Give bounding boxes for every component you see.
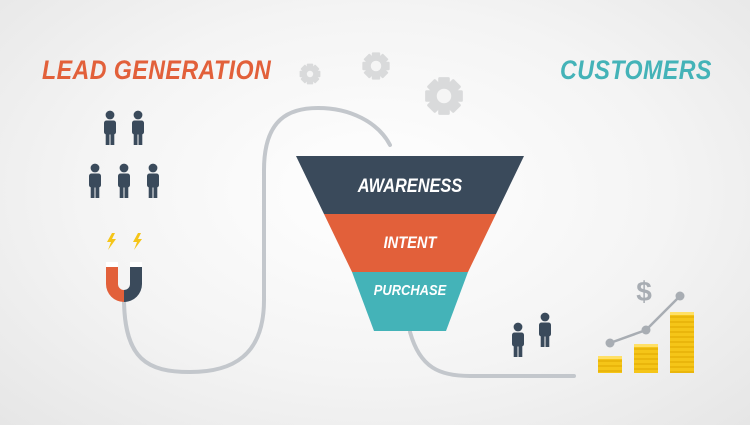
growth-point [641, 325, 651, 335]
lead-generation-heading: LEAD GENERATION [42, 55, 272, 85]
dollar-icon: $ [636, 276, 652, 307]
funnel-stage-intent [324, 214, 496, 272]
funnel-label-purchase: PURCHASE [373, 282, 447, 299]
growth-point [605, 338, 615, 348]
coin-stack-icon [670, 312, 694, 373]
funnel-stage-awareness [296, 156, 524, 214]
gear-icon [425, 77, 463, 115]
gear-icon [299, 63, 321, 85]
person-icon [147, 163, 159, 198]
person-icon [89, 163, 101, 198]
funnel-label-awareness: AWARENESS [357, 176, 463, 197]
person-icon [539, 312, 551, 347]
growth-point [675, 291, 685, 301]
person-icon [512, 322, 524, 357]
person-icon [118, 163, 130, 198]
funnel-stage-purchase [352, 272, 468, 331]
funnel-label-intent: INTENT [383, 233, 437, 252]
connector-path [122, 105, 576, 378]
coin-stack-icon [634, 344, 658, 373]
coin-stack-icon [598, 356, 622, 373]
magnet-icon [106, 262, 142, 302]
gear-icon [362, 52, 390, 80]
lightning-icon [107, 233, 116, 250]
person-icon [132, 110, 144, 145]
lightning-icon [133, 233, 142, 250]
customers-heading: CUSTOMERS [560, 55, 712, 85]
person-icon [104, 110, 116, 145]
